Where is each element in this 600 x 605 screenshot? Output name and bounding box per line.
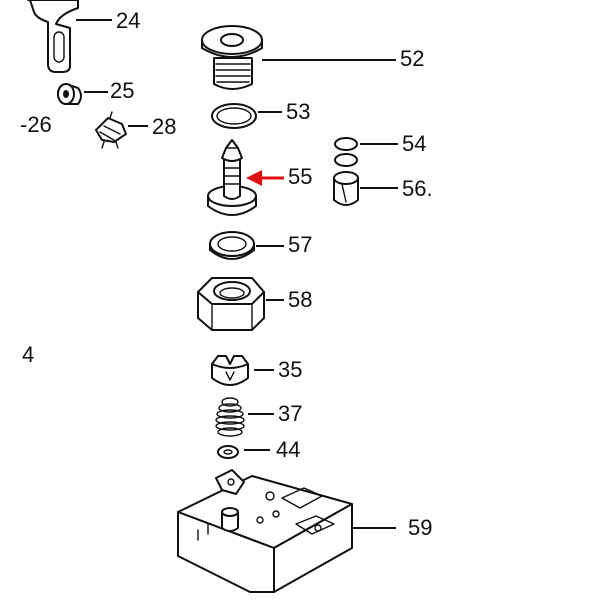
part-35-collar xyxy=(211,355,249,386)
callout-35: 35 xyxy=(278,357,303,382)
part-55-valve-stem xyxy=(207,139,257,216)
callout-25: 25 xyxy=(110,78,135,103)
callout-59: 59 xyxy=(408,515,433,540)
part-37-spring xyxy=(215,397,245,437)
part-53-ring xyxy=(211,103,257,129)
callout-57: 57 xyxy=(288,232,313,257)
callout-52: 52 xyxy=(400,46,425,71)
callout-24: 24 xyxy=(116,8,141,33)
callout-37: 37 xyxy=(278,401,303,426)
part-24-bracket xyxy=(27,0,79,73)
part-57-washer xyxy=(209,231,255,260)
callout-54: 54 xyxy=(402,131,427,156)
part-58-hex-nut xyxy=(197,277,265,331)
callout-28: 28 xyxy=(152,114,177,139)
part-25-bushing xyxy=(57,83,82,105)
part-52-cap xyxy=(201,25,263,90)
callout-53: 53 xyxy=(286,99,311,124)
callout-44: 44 xyxy=(276,437,301,462)
part-59-base xyxy=(177,469,353,593)
callout-26: -26 xyxy=(20,112,52,137)
callout-55: 55 xyxy=(288,164,313,189)
part-56-sleeve xyxy=(333,171,359,206)
callout-58: 58 xyxy=(288,287,313,312)
callout-4: 4 xyxy=(22,342,35,367)
callout-56: 56. xyxy=(402,176,433,201)
part-54-rings xyxy=(334,137,358,167)
highlight-arrow xyxy=(246,170,284,186)
part-28-fitting xyxy=(95,111,127,149)
part-44-washer xyxy=(217,445,239,459)
